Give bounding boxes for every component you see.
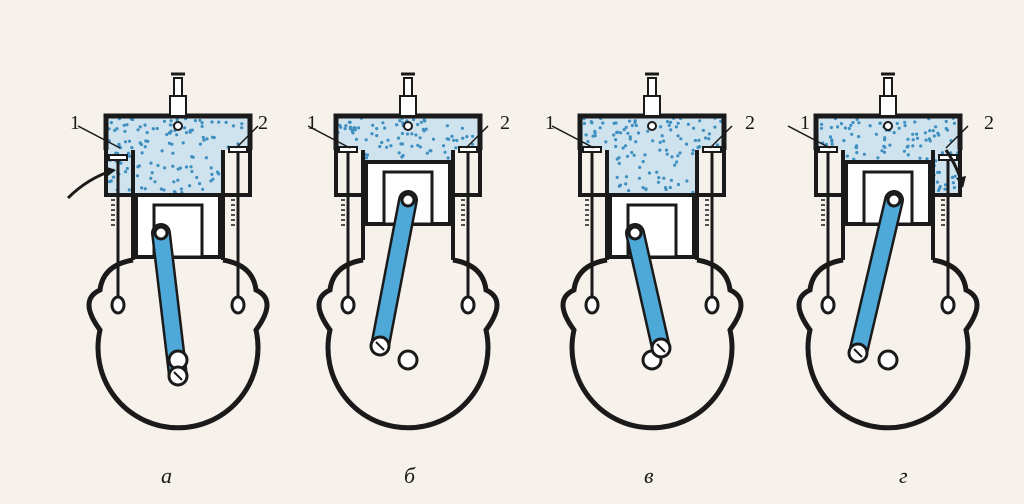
label-2-leader [945, 125, 969, 149]
spark-plug [879, 72, 897, 131]
spark-plug [169, 72, 187, 131]
cylinder-walls [131, 150, 225, 260]
panel-a-valve-1-label: 1 [70, 112, 80, 134]
intake-valve [338, 146, 358, 315]
engine-panel-v [551, 72, 744, 431]
valve-ports [334, 150, 482, 197]
label-2-leader [235, 125, 259, 149]
intake-valve [818, 146, 838, 315]
engine-panel-b [307, 72, 500, 431]
panel-g-caption: г [899, 463, 908, 488]
intake-valve [582, 146, 602, 315]
valve-ports [814, 150, 962, 197]
piston-pin [886, 192, 902, 208]
piston-pin [153, 225, 169, 241]
crankshaft [877, 349, 899, 371]
piston-pin [400, 192, 416, 208]
spark-plug [399, 72, 417, 131]
piston-pin [627, 225, 643, 241]
gas-charge [336, 116, 480, 162]
exhaust-valve [938, 154, 958, 315]
cylinder-walls [361, 150, 455, 260]
intake-valve [108, 154, 128, 315]
panel-a-valve-2-label: 2 [258, 112, 268, 134]
label-1-leader [551, 125, 595, 149]
panel-g-valve-2-label: 2 [984, 112, 994, 134]
panel-v-valve-1-label: 1 [545, 112, 555, 134]
connecting-rod [850, 192, 902, 361]
exhaust-arrowhead [956, 176, 966, 188]
exhaust-valve [702, 146, 722, 315]
crankcase [316, 257, 500, 431]
exhaust-valve [228, 146, 248, 315]
crankcase [796, 257, 980, 431]
label-1-leader [787, 125, 831, 149]
exhaust-valve [458, 146, 478, 315]
panel-v-caption: в [644, 463, 654, 488]
connecting-rod [372, 192, 416, 354]
connecting-rod [627, 225, 669, 356]
intake-arrowhead [104, 166, 116, 176]
panel-g-valve-1-label: 1 [800, 112, 810, 134]
cylinder-walls [841, 150, 935, 260]
panel-v-valve-2-label: 2 [745, 112, 755, 134]
engine-panel-g [787, 72, 980, 431]
label-2-leader [465, 125, 489, 149]
label-1-leader [77, 125, 121, 149]
label-2-leader [709, 125, 733, 149]
spark-plug [643, 72, 661, 131]
valve-ports [578, 150, 726, 197]
label-1-leader [307, 125, 351, 149]
crankshaft [397, 349, 419, 371]
gas-charge [580, 116, 724, 195]
panel-b-valve-2-label: 2 [500, 112, 510, 134]
crankcase [86, 257, 270, 431]
crankcase [560, 257, 744, 431]
valve-ports [104, 150, 252, 197]
panel-b-caption: б [404, 463, 416, 488]
cylinder-walls [605, 150, 699, 260]
panel-a-caption: а [161, 463, 172, 488]
panel-b-valve-1-label: 1 [307, 112, 317, 134]
engine-panel-a [66, 72, 270, 431]
